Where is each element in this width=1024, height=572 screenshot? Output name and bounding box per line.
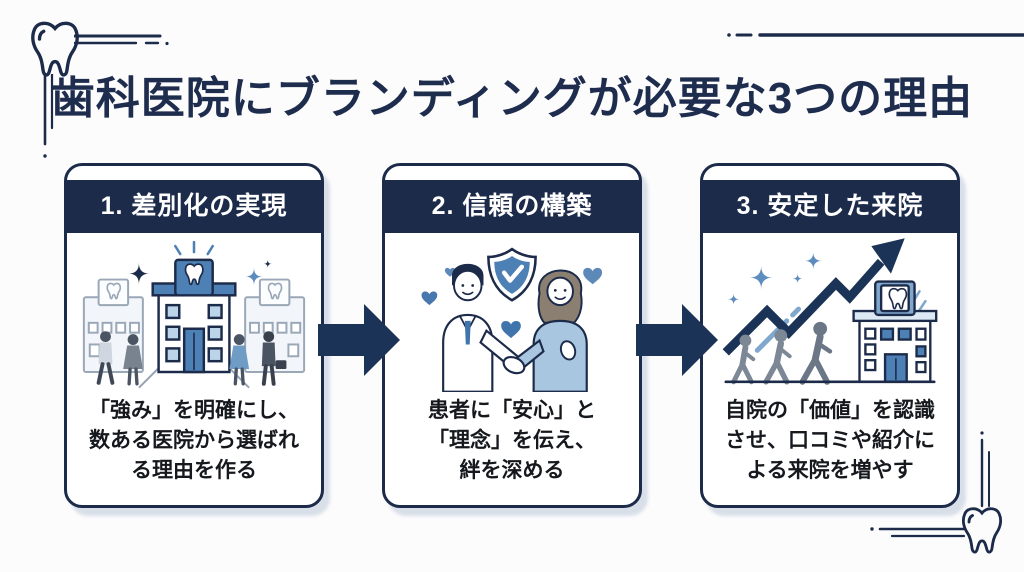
speed-lines-bottom-right-vertical	[976, 430, 994, 508]
card-caption: 患者に「安心」と 「理念」を伝え、 絆を深める	[391, 396, 633, 485]
card-heading-label: 2. 信頼の構築	[431, 192, 593, 220]
reason-cards-row: 1. 差別化の実現	[64, 163, 960, 508]
page-title: 歯科医院にブランディングが必要な3つの理由	[50, 74, 974, 123]
card-differentiation: 1. 差別化の実現	[64, 163, 324, 508]
tooth-icon	[958, 506, 1006, 558]
arrow-right-icon	[318, 304, 400, 376]
card-heading: 1. 差別化の実現	[67, 180, 321, 233]
caption-line: る理由を作る	[131, 458, 257, 482]
caption-line: よる来院を増やす	[746, 458, 914, 482]
card-heading-label: 1. 差別化の実現	[100, 192, 288, 220]
tooth-icon	[26, 20, 84, 82]
arrow-right-icon	[636, 304, 718, 376]
caption-line: 「理念」を伝え、	[428, 428, 596, 452]
caption-line: させ、口コミや紹介に	[725, 428, 935, 452]
card-trust: 2. 信頼の構築	[382, 163, 642, 508]
card-heading: 2. 信頼の構築	[385, 180, 639, 233]
caption-line: 患者に「安心」と	[428, 399, 596, 422]
speed-lines-left-vertical	[40, 74, 58, 166]
card-caption: 「強み」を明確にし、 数ある医院から選ばれ る理由を作る	[73, 396, 315, 485]
dental-clinics-illustration	[67, 233, 321, 393]
speed-lines-bottom-right-horizontal	[868, 524, 968, 542]
card-caption: 自院の「価値」を認識 させ、口コミや紹介に よる来院を増やす	[709, 396, 951, 485]
card-stable-visits: 3. 安定した来院	[700, 163, 960, 508]
caption-line: 数ある医院から選ばれ	[89, 428, 299, 452]
caption-line: 自院の「価値」を認識	[725, 399, 935, 422]
card-heading: 3. 安定した来院	[703, 180, 957, 233]
speed-lines-top-left	[74, 30, 194, 52]
speed-line-top-right	[726, 28, 1024, 42]
handshake-shield-illustration	[385, 233, 639, 393]
growth-arrow-illustration	[703, 233, 957, 393]
card-heading-label: 3. 安定した来院	[736, 192, 924, 220]
caption-line: 「強み」を明確にし、	[89, 399, 299, 422]
caption-line: 絆を深める	[459, 458, 565, 482]
